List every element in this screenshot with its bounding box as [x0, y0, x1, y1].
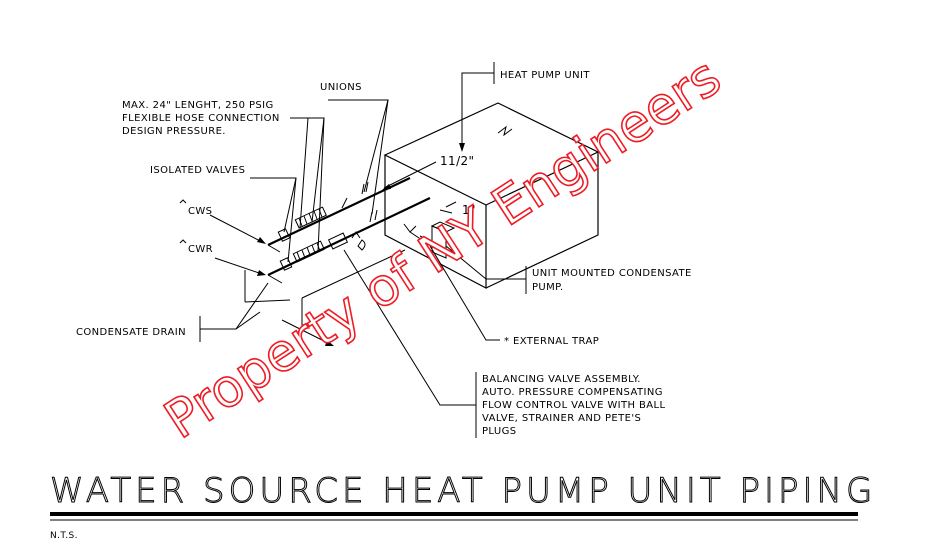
balancing-label-3: FLOW CONTROL VALVE WITH BALL — [482, 400, 665, 411]
hose-label-line-2: FLEXIBLE HOSE CONNECTION — [122, 113, 280, 124]
balancing-label-1: BALANCING VALVE ASSEMBLY. — [482, 374, 641, 385]
size-1-label: 1" — [462, 203, 476, 217]
condensate-pump-label-2: PUMP. — [532, 282, 564, 293]
isolated-valves-leader — [250, 177, 297, 263]
heat-pump-unit-label: HEAT PUMP UNIT — [500, 70, 590, 81]
balancing-label-2: AUTO. PRESSURE COMPENSATING — [482, 387, 663, 398]
unions-label: UNIONS — [320, 82, 362, 93]
heat-pump-unit-box — [383, 102, 600, 289]
size-11-2-label: 11/2" — [440, 154, 474, 168]
unions-leader — [328, 99, 389, 215]
balancing-label-4: VALVE, STRAINER AND PETE'S — [482, 413, 641, 424]
condensate-drain-pipe — [244, 223, 423, 346]
cwr-label: CWR — [188, 244, 213, 255]
heat-pump-unit-leader — [459, 62, 495, 152]
flex-hose-leader — [290, 117, 325, 253]
condensate-drain-label: CONDENSATE DRAIN — [76, 327, 186, 338]
hose-label-line-1: MAX. 24" LENGHT, 250 PSIG — [122, 100, 274, 111]
balancing-label-5: PLUGS — [482, 426, 517, 437]
drawing-title: WATER SOURCE HEAT PUMP UNIT PIPING — [50, 471, 876, 511]
condensate-pump-leader — [445, 245, 527, 294]
return-flex-hose — [292, 240, 325, 263]
title-underline-thick — [50, 512, 858, 516]
external-trap-label: * EXTERNAL TRAP — [504, 336, 599, 347]
flow-arrows — [179, 199, 266, 276]
condensate-pump — [419, 221, 456, 259]
balancing-valve-leader — [343, 249, 477, 438]
isolated-valves-label: ISOLATED VALVES — [150, 165, 245, 176]
condensate-drain-leader — [199, 282, 269, 342]
hose-label-line-3: DESIGN PRESSURE. — [122, 126, 226, 137]
size-callouts — [382, 161, 457, 214]
cws-label: CWS — [188, 206, 212, 217]
condensate-pump-label-1: UNIT MOUNTED CONDENSATE — [532, 268, 692, 279]
external-trap-leader — [429, 245, 500, 341]
scale-note: N.T.S. — [50, 531, 78, 541]
